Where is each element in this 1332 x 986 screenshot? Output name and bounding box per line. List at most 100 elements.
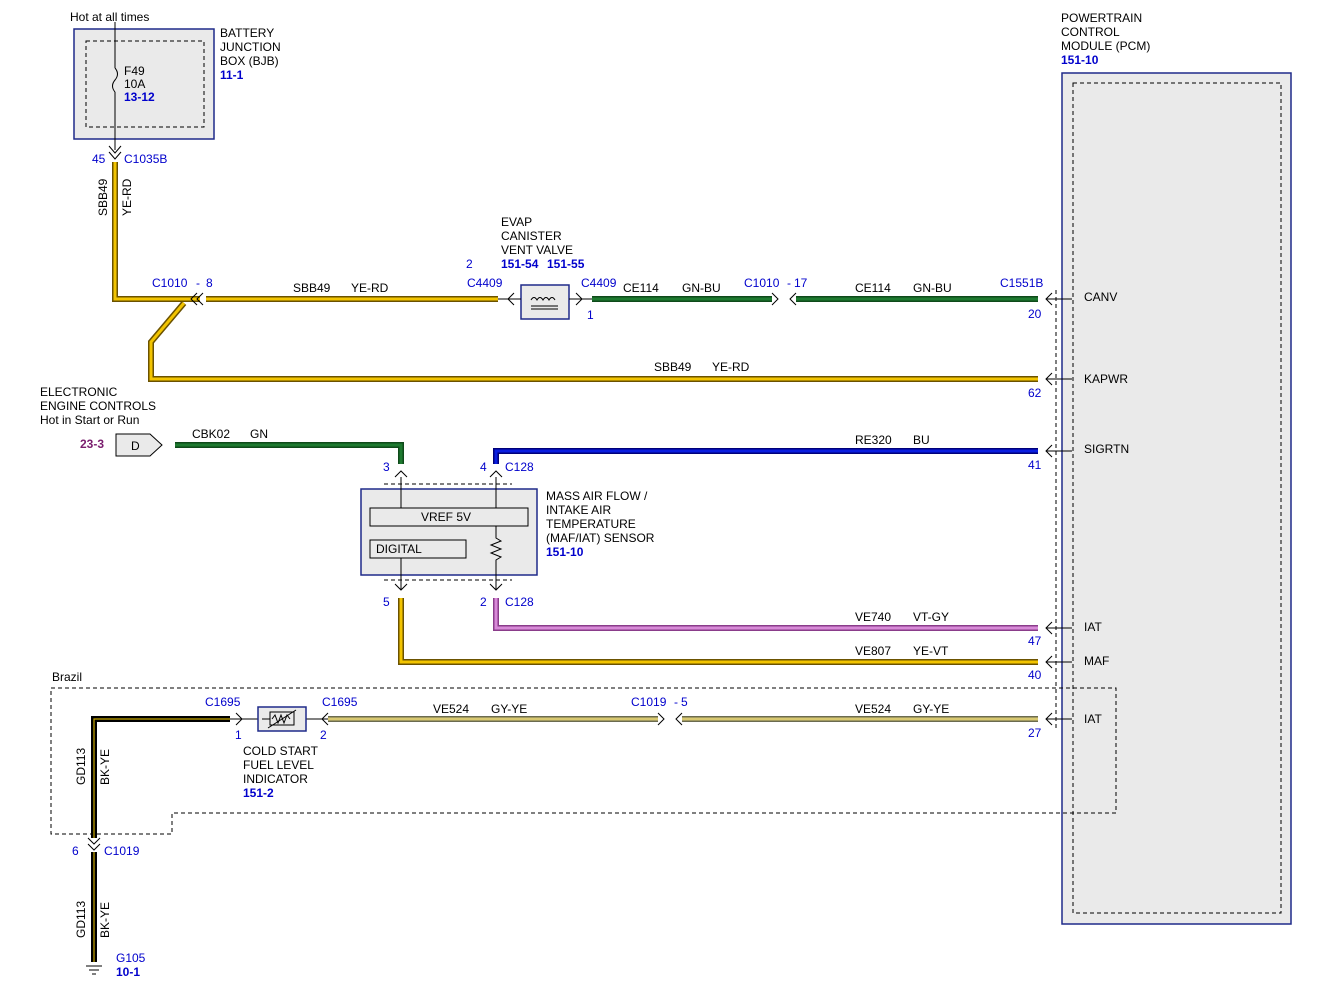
wire3-circuit: CE114 (623, 281, 659, 295)
wire7-edge (493, 448, 1038, 464)
c128b-pin5: 5 (383, 595, 390, 609)
evap-ref1: 151-54 (501, 257, 539, 271)
wire-ve740: VE740 VT-GY 47 (493, 598, 1072, 648)
electronic-engine-controls: ELECTRONIC ENGINE CONTROLS Hot in Start … (40, 385, 163, 457)
wire-gd113-upper: GD113 BK-YE (74, 716, 230, 838)
pcm-outline (1061, 72, 1292, 925)
pcm-pin-canv: CANV (1084, 290, 1117, 304)
c1010b-arrow2-icon (789, 292, 797, 306)
wire11-color: GY-YE (913, 702, 949, 716)
wire7-circuit: RE320 (855, 433, 892, 447)
fuse-icon (112, 67, 118, 93)
wire8-core (494, 598, 1038, 630)
c1019b-pin: 6 (72, 844, 79, 858)
c128a-pin3: 3 (383, 460, 390, 474)
bjb-title-line2: JUNCTION (220, 40, 281, 54)
thermistor-icon (489, 526, 503, 590)
c4409a-pin: 2 (466, 257, 473, 271)
cold-ref: 151-2 (243, 786, 274, 800)
evap-title-line2: CANISTER (501, 229, 562, 243)
cold-start-fuel-level-indicator: C1695 1 C1695 2 COLD START FUEL LEVEL IN… (205, 695, 358, 800)
connector-c1010-a: C1010 - 8 (152, 276, 213, 306)
wire1-color: YE-RD (120, 178, 134, 216)
evap-ref2: 151-55 (547, 257, 585, 271)
maf-title-line3: TEMPERATURE (546, 517, 636, 531)
wire-sbb49-vertical: SBB49 YE-RD (96, 162, 200, 302)
eec-ref: 23-3 (80, 437, 104, 451)
pcm-pin-iat2: IAT (1084, 712, 1102, 726)
eec-title-line3: Hot in Start or Run (40, 413, 139, 427)
wire12-edge (91, 716, 230, 838)
c1035b-arrow2-icon (108, 151, 122, 160)
evap-canister-vent-valve: EVAP CANISTER VENT VALVE 151-54 151-55 2… (466, 215, 617, 322)
pin3-arrow-icon (394, 470, 408, 478)
pcm-inner-dash (1072, 82, 1282, 914)
wire9-color: YE-VT (913, 644, 949, 658)
iat2-pin: 27 (1028, 726, 1042, 740)
c1695a-pin: 1 (235, 728, 242, 742)
wire5-color: YE-RD (712, 360, 750, 374)
ground-id: G105 (116, 951, 146, 965)
wire4-circuit: CE114 (855, 281, 891, 295)
wire8-edge (493, 598, 1038, 631)
c1010a-pin: 8 (206, 276, 213, 290)
pcm-title-line1: POWERTRAIN (1061, 11, 1142, 25)
c1010a-arrow-icon (190, 292, 198, 306)
cold-title-line1: COLD START (243, 744, 319, 758)
evap-body (520, 284, 570, 320)
ground-g105: G105 10-1 (86, 951, 146, 979)
pcm-module: POWERTRAIN CONTROL MODULE (PCM) 151-10 C… (1055, 11, 1292, 925)
c1010a-dash: - (196, 276, 200, 290)
c128b-label: C128 (505, 595, 534, 609)
c1010a-arrow2-icon (196, 292, 204, 306)
wire13-circuit: GD113 (74, 901, 88, 938)
wire7-core (494, 449, 1038, 464)
wire9-core (399, 598, 1038, 664)
c4409a-label: C4409 (467, 276, 503, 290)
wire5-edge (148, 301, 1038, 382)
c1019a-pin: 5 (681, 695, 688, 709)
c1695b-label: C1695 (322, 695, 358, 709)
c1551b-pin: 20 (1028, 307, 1042, 321)
wire-sbb49-kapwr: SBB49 YE-RD 62 (148, 301, 1072, 400)
c1695a-label: C1695 (205, 695, 241, 709)
fuse-ref: 13-12 (124, 90, 155, 104)
wire-ve524-a: VE524 GY-YE (328, 702, 658, 722)
c1010b-pin: 17 (794, 276, 808, 290)
pcm-pin-maf: MAF (1084, 654, 1109, 668)
wire-sbb49-evap: SBB49 YE-RD (206, 281, 498, 302)
battery-junction-box: Hot at all times BATTERY JUNCTION BOX (B… (70, 10, 281, 150)
fuse-rating: 10A (124, 77, 145, 91)
digital-label: DIGITAL (376, 542, 422, 556)
resistor-zigzag-icon (271, 713, 291, 725)
c1010a-label: C1010 (152, 276, 188, 290)
wire12-circuit: GD113 (74, 748, 88, 785)
c128a-label: C128 (505, 460, 534, 474)
c1010b-label: C1010 (744, 276, 780, 290)
c1035b-arrow-icon (108, 145, 122, 154)
pcm-ref: 151-10 (1061, 53, 1099, 67)
wire-gd113-lower: GD113 BK-YE (74, 852, 112, 962)
wire1-circuit: SBB49 (96, 178, 110, 216)
maf-title-line1: MASS AIR FLOW / (546, 489, 648, 503)
wire9-circuit: VE807 (855, 644, 891, 658)
cold-title-line3: INDICATOR (243, 772, 308, 786)
digital-block (369, 539, 467, 559)
bjb-inner-dash (85, 40, 205, 128)
iat-pin: 47 (1028, 634, 1042, 648)
fuse-id: F49 (124, 64, 145, 78)
c128a-pin4: 4 (480, 460, 487, 474)
c1695b-pin: 2 (320, 728, 327, 742)
bjb-title-line3: BOX (BJB) (220, 54, 279, 68)
connector-c1035b: 45 C1035B (92, 145, 167, 166)
connector-c1019-a: C1019 - 5 (631, 695, 688, 726)
wire-re320: RE320 BU 41 (493, 433, 1072, 472)
wire-cbk02: CBK02 GN (175, 427, 404, 464)
c4409b-label: C4409 (581, 276, 617, 290)
wire-ve524-b: VE524 GY-YE 27 (682, 702, 1072, 740)
eec-title-line2: ENGINE CONTROLS (40, 399, 156, 413)
brazil-region: Brazil (50, 670, 1117, 835)
c1035b-pin: 45 (92, 152, 106, 166)
c128b-pin2: 2 (480, 595, 487, 609)
c1019a-arrow2-icon (675, 712, 683, 726)
